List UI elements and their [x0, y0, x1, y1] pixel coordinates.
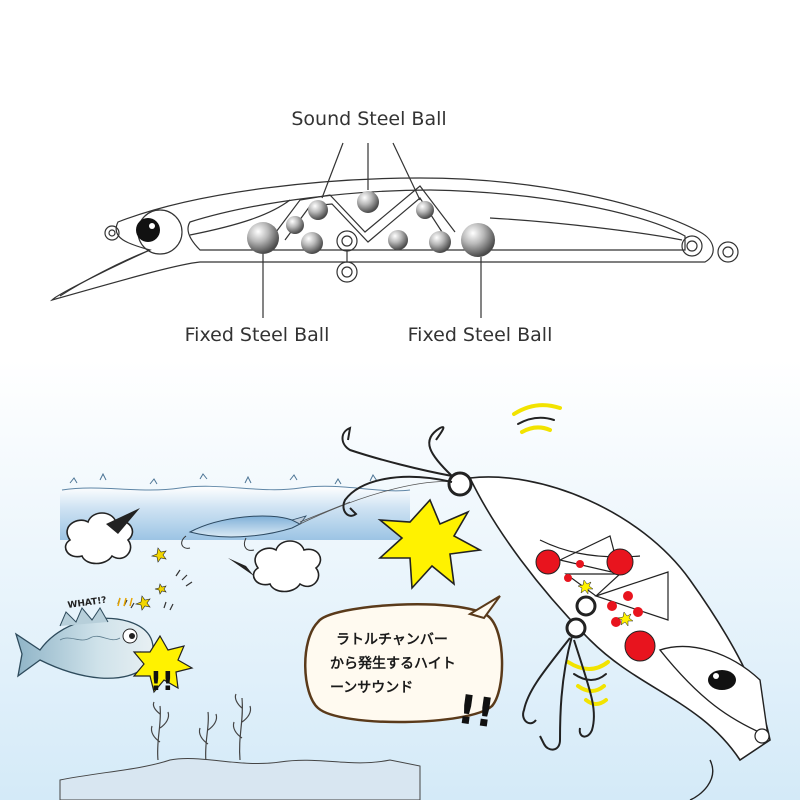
- speech-bubble: ラトルチャンバー から発生するハイト ーンサウンド: [304, 595, 504, 724]
- rattle-ball: [564, 574, 572, 582]
- fish-surprise-marks: [117, 597, 133, 607]
- big-lure: [468, 476, 771, 800]
- sound-ball: [357, 191, 379, 213]
- diving-lip: [59, 249, 151, 297]
- fixed-ball-right: [461, 223, 495, 257]
- sound-ball: [388, 230, 408, 250]
- belly-hanger-bottom: [336, 261, 358, 283]
- bass-fish: [14, 607, 154, 679]
- sound-ball: [308, 200, 328, 220]
- sound-steel-ball-label: Sound Steel Ball: [291, 108, 446, 130]
- rattle-ball: [606, 548, 634, 576]
- steel-balls: [247, 191, 495, 257]
- rattle-ball: [576, 560, 584, 568]
- sound-ball: [301, 232, 323, 254]
- burst-fish: !!: [132, 634, 194, 697]
- bubble-line-2: から発生するハイト: [330, 655, 456, 672]
- treble-hook-bottom: [522, 595, 597, 751]
- treble-hook-top: [341, 426, 473, 517]
- lure-inner-outline: [187, 189, 686, 251]
- sound-waves-bottom: [566, 660, 610, 706]
- sea-floor: [59, 757, 421, 800]
- tail-ring: [717, 241, 739, 263]
- sound-ball: [416, 201, 434, 219]
- impact-cloud-left: [64, 508, 140, 565]
- rattle-ball: [624, 630, 656, 662]
- seaweed: [150, 693, 252, 763]
- lure-eye: [136, 218, 160, 242]
- bang-mark-large: !!: [455, 687, 498, 738]
- frame-line-left: [189, 199, 291, 236]
- lure-body-outline: [49, 177, 714, 302]
- water-surface: [60, 472, 411, 540]
- bubble-line-1: ラトルチャンバー: [336, 632, 448, 648]
- rattle-ball: [623, 591, 633, 601]
- belly-hanger-top: [336, 230, 358, 252]
- sound-ball: [286, 216, 304, 234]
- impact-cloud-right: [228, 540, 322, 593]
- small-sparks: [134, 547, 167, 611]
- leader-lines: [262, 142, 482, 318]
- bang-mark-small: !!: [150, 667, 174, 697]
- fixed-steel-ball-right-label: Fixed Steel Ball: [408, 324, 553, 346]
- big-lure-eye: [708, 670, 736, 690]
- bubble-line-3: ーンサウンド: [330, 680, 413, 696]
- rattle-ball: [607, 601, 617, 611]
- sound-ball: [429, 231, 451, 253]
- line-tie: [104, 225, 120, 241]
- rattle-ball: [633, 607, 643, 617]
- tail-ring-outer: [681, 235, 703, 257]
- minnow-lure-swimming: [181, 501, 351, 551]
- fixed-steel-ball-left-label: Fixed Steel Ball: [185, 324, 330, 346]
- rattle-ball: [535, 549, 561, 575]
- fixed-ball-left: [247, 222, 279, 254]
- frame-line-right: [489, 217, 683, 241]
- flash-burst: [377, 498, 483, 590]
- sound-waves-top: [512, 403, 562, 434]
- rattle-ball: [611, 617, 621, 627]
- fishing-line: [299, 481, 461, 525]
